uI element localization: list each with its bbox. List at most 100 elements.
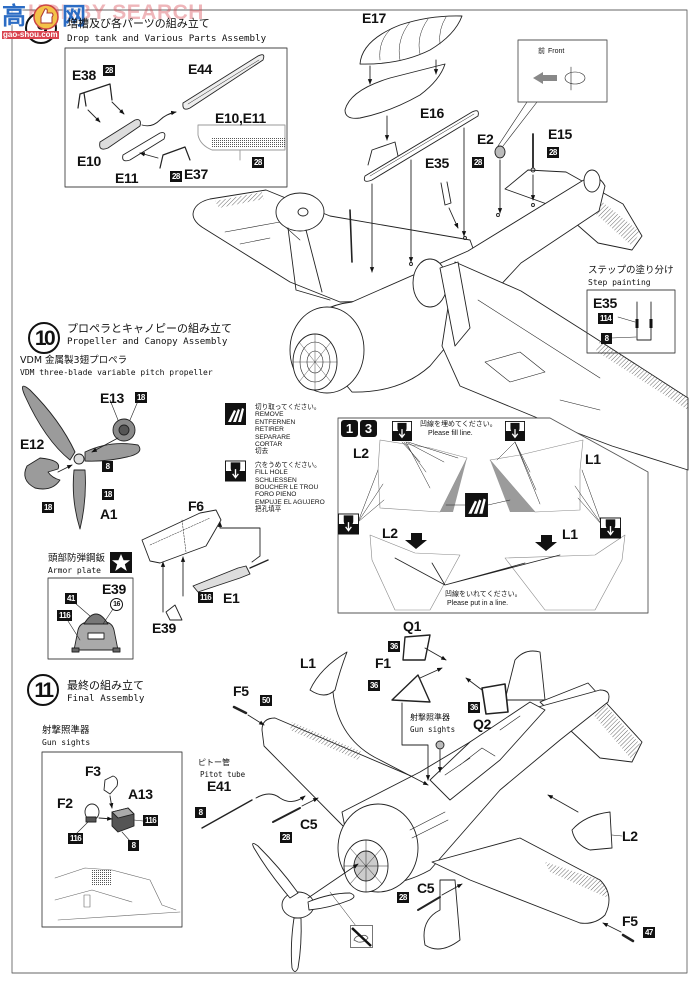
legend-remove-line: 切り取ってください。	[255, 404, 321, 411]
main-gear-cover	[423, 879, 461, 950]
watermark-char-left: 高	[2, 2, 26, 30]
legend-remove-line: RETIRER	[255, 426, 284, 433]
paint-code-badge: 28	[103, 65, 115, 76]
part-label-e35: E35	[425, 155, 450, 171]
part-label-a13: A13	[128, 786, 153, 802]
down-arrow-icon	[535, 535, 557, 551]
part-e1	[192, 565, 251, 593]
part-c5-right	[417, 896, 441, 911]
part-label-e17: E17	[362, 10, 387, 26]
legend-fill-hole-line: 把孔填平	[255, 506, 282, 513]
tail-detail-drawing	[337, 417, 649, 614]
aircraft-underside-drawing	[192, 169, 689, 471]
part-label-e35-painting: E35	[593, 295, 618, 311]
canopy-f6	[141, 509, 222, 564]
bracket-e38	[77, 83, 113, 109]
legend-fill-hole-line: 穴をうめてください。	[255, 462, 321, 469]
step-number-10: 10	[28, 322, 60, 354]
wing-mark-3: 3	[360, 420, 377, 437]
part-label-f2: F2	[57, 795, 73, 811]
legend-remove-line: 切去	[255, 448, 269, 455]
paint-code-badge: 18	[42, 502, 54, 513]
far-main-wheel	[275, 192, 325, 232]
thumbs-up-icon	[33, 4, 59, 30]
paint-code-badge: 28	[280, 832, 292, 843]
cockpit-sketch	[54, 867, 181, 921]
step-number-10-text: 10	[34, 326, 56, 350]
part-e41-pitot	[201, 799, 253, 829]
paint-code-badge: 41	[65, 593, 77, 604]
down-arrow-icon	[405, 533, 427, 549]
step-9-title-jp: 増槽及び各パーツの組み立て	[67, 17, 210, 30]
fill-line-note-en: Please fill line.	[428, 430, 473, 437]
part-label-e1: E1	[223, 590, 240, 606]
part-l2-bottom	[369, 534, 461, 611]
propeller-blade	[290, 917, 302, 972]
part-q1	[402, 634, 431, 661]
part-label-l2-bottom: L2	[382, 525, 398, 541]
propeller-drawing	[21, 385, 141, 530]
watermark-char-right: 网	[62, 2, 86, 30]
watermark: HOBBY SEARCH 9 高 网 gao-shou.com	[0, 0, 203, 44]
part-label-f3: F3	[85, 763, 101, 779]
paint-code-badge: 28	[397, 892, 409, 903]
part-label-l1-bottom: L1	[562, 526, 578, 542]
legend-remove-line: CORTAR	[255, 441, 283, 448]
fill-hole-icon	[505, 421, 525, 441]
fill-hole-icon	[225, 460, 246, 482]
part-label-e39: E39	[152, 620, 177, 636]
legend-remove-line: SEPARARE	[255, 434, 291, 441]
legend-remove-line: REMOVE	[255, 411, 284, 418]
paint-code-badge: 47	[643, 927, 655, 938]
propeller-title-jp: VDM 金属製3翅プロペラ	[20, 355, 128, 366]
paint-code-badge: 116	[57, 610, 73, 621]
paint-code-badge: 50	[260, 695, 272, 706]
step-9-title-en: Drop tank and Various Parts Assembly	[67, 33, 267, 44]
paint-code-badge: 18	[135, 392, 147, 403]
part-l1	[309, 651, 348, 696]
paint-code-badge: 28	[472, 157, 484, 168]
drop-tank-detail-drawing	[64, 47, 288, 188]
part-label-l1-top: L1	[585, 451, 601, 467]
gun-sights-box	[41, 751, 183, 928]
star-icon	[110, 552, 132, 573]
part-f5-right	[621, 933, 635, 943]
gun-sight-part	[435, 740, 445, 750]
step-rod	[636, 301, 652, 341]
tail-wheel	[583, 169, 601, 193]
right-wing	[431, 837, 610, 924]
aircraft-final-drawing	[201, 634, 643, 972]
propeller-blade	[252, 843, 299, 899]
armor-plate-title-jp: 頭部防弾鋼鈑	[48, 553, 106, 564]
step-painting-drawing	[586, 289, 676, 354]
part-f5-left	[232, 705, 248, 715]
legend-fill-hole-line: FORO PIENO	[255, 491, 297, 498]
front-callout-en: Front	[548, 48, 565, 55]
put-line-note-en: Please put in a line.	[447, 600, 509, 607]
front-callout-jp: 前	[538, 48, 545, 55]
part-label-e10-e11: E10,E11	[215, 110, 266, 126]
propeller-blade	[307, 892, 355, 911]
step-11-title-jp: 最終の組み立て	[67, 679, 144, 692]
gun-sights-title-en: Gun sights	[42, 738, 91, 747]
near-main-wheel	[412, 258, 448, 308]
part-q2	[481, 683, 509, 715]
paint-code-badge: 18	[102, 489, 114, 500]
step-10-title-jp: プロペラとキャノピーの組み立て	[67, 322, 232, 335]
paint-code-badge: 8	[195, 807, 206, 818]
propeller-title-en: VDM three-blade variable pitch propeller	[20, 368, 213, 377]
gun-sights-drawing	[41, 751, 183, 928]
pitot-tube-en: Pitot tube	[200, 770, 246, 779]
step-painting-title-jp: ステップの塗り分け	[588, 265, 674, 276]
propeller-hub	[73, 453, 85, 465]
part-label-e12: E12	[20, 436, 45, 452]
part-label-l2-top: L2	[353, 445, 369, 461]
step-number-11: 11	[27, 674, 59, 706]
part-label-e15: E15	[548, 126, 573, 142]
paint-code-circle: 16	[110, 598, 123, 611]
paint-code-badge: 116	[143, 815, 159, 826]
page-frame	[11, 9, 688, 974]
drop-tank	[363, 110, 479, 182]
legend-fill-hole-line: BOUCHER LE TROU	[255, 484, 319, 491]
